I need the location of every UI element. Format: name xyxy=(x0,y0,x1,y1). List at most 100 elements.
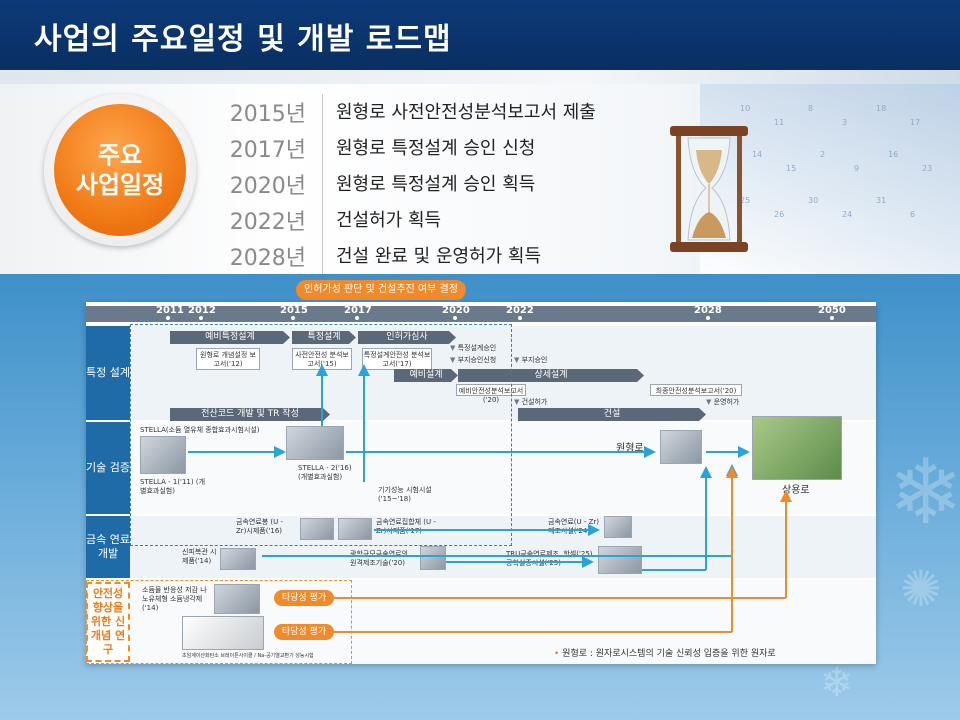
title-bar: 사업의 주요일정 및 개발 로드맵 xyxy=(0,0,960,70)
schedule-year: 2020년 xyxy=(229,174,306,199)
tru-image xyxy=(598,546,642,574)
phase-specific: 특정설계 xyxy=(292,331,356,344)
facility24-image xyxy=(604,516,632,538)
schedule-divider xyxy=(322,130,323,166)
commercial-label: 상용로 xyxy=(782,485,810,496)
calendar-number: 2 xyxy=(820,150,826,159)
year-marker xyxy=(451,314,459,322)
new-clad-label: 신피복관 시제품('14) xyxy=(182,548,217,565)
schedule-year: 2022년 xyxy=(229,210,306,235)
year-label: 2015 xyxy=(280,305,308,316)
row-label-fuel: 금속 연료 개발 xyxy=(86,516,130,578)
calendar-number: 10 xyxy=(740,104,751,113)
calendar-number: 15 xyxy=(786,164,797,173)
stella1-image xyxy=(140,436,186,474)
calendar-number: 6 xyxy=(910,210,916,219)
phase-construction: 건설 xyxy=(518,408,706,421)
schedule-text: 건설허가 획득 xyxy=(336,210,442,231)
schedule-row: 2022년 건설허가 획득 xyxy=(222,202,652,238)
final-safety-box: 최종안전성분석보고서('20) xyxy=(650,384,742,396)
feasibility-pill: 타당성 평가 xyxy=(274,624,334,640)
prototype-image xyxy=(660,430,702,464)
commercial-reactor-image xyxy=(752,416,842,480)
year-label: 2050 xyxy=(818,305,846,316)
stella2-image xyxy=(286,426,344,460)
year-marker xyxy=(704,314,712,322)
calendar-number: 18 xyxy=(876,104,887,113)
calendar-number: 24 xyxy=(842,210,853,219)
schedule-divider xyxy=(322,238,323,274)
calendar-number: 3 xyxy=(842,118,848,127)
phase-code-dev: 전산코드 개발 및 TR 작성 xyxy=(170,408,330,421)
schedule-divider xyxy=(322,166,323,202)
schedule-year: 2028년 xyxy=(229,246,306,271)
page-title: 사업의 주요일정 및 개발 로드맵 xyxy=(34,22,452,57)
schedule-divider xyxy=(322,202,323,238)
safety-figure-labels: 초임계이산화탄소 브레이튼사이클 / Na-공기열교환기 성능시험 xyxy=(182,653,314,659)
milestone-construction-permit: 건설허가 xyxy=(514,398,548,407)
row-band-tech xyxy=(130,422,876,514)
calendar-number: 14 xyxy=(752,150,763,159)
alloy-image xyxy=(338,518,372,540)
calendar-number: 26 xyxy=(774,210,785,219)
milestone-site-approval: 부지승인 xyxy=(514,356,548,365)
year-label: 2020 xyxy=(442,305,470,316)
phase-prelim-design: 예비설계 xyxy=(394,369,458,382)
concept-report-box: 원형로 개념설정 보고서('12) xyxy=(196,348,260,370)
fabrication-image xyxy=(420,546,446,570)
year-label: 2011 xyxy=(156,305,184,316)
schedule-row: 2015년 원형로 사전안전성분석보고서 제출 xyxy=(222,94,652,130)
stella-facility-label: STELLA(소듐 열유체 종합효과시험시설) xyxy=(140,426,260,434)
phase-prelim-specific: 예비특정설계 xyxy=(170,331,290,344)
badge-line1: 주요 xyxy=(97,141,143,169)
calendar-number: 31 xyxy=(876,196,887,205)
schedule-row: 2020년 원형로 특정설계 승인 획득 xyxy=(222,166,652,202)
snowflake-icon: ❄ xyxy=(820,660,854,706)
calendar-number: 23 xyxy=(922,164,933,173)
year-marker xyxy=(828,314,836,322)
cladding-label: 금속연료봉 (U - Zr)시제품('16) xyxy=(236,518,284,535)
schedule-row: 2028년 건설 완료 및 운영허가 획득 xyxy=(222,238,652,274)
schedule-text: 원형로 사전안전성분석보고서 제출 xyxy=(336,102,596,123)
year-label: 2017 xyxy=(344,305,372,316)
schedule-year: 2015년 xyxy=(229,102,306,127)
phase-detail-design: 상세설계 xyxy=(458,369,644,382)
year-marker xyxy=(164,314,172,322)
fabrication-label: 광학규모금속연료의 원격제조기술('20) xyxy=(350,550,408,567)
prototype-label: 원형로 xyxy=(616,443,644,454)
cladding-image xyxy=(300,518,334,540)
schedule-list: 2015년 원형로 사전안전성분석보고서 제출 2017년 원형로 특정설계 승… xyxy=(222,94,652,274)
year-marker xyxy=(197,314,205,322)
schedule-year: 2017년 xyxy=(229,138,306,163)
timeline-bar: 2011 2012 2015 2017 2020 2022 2028 2050 xyxy=(86,305,876,322)
calendar-number: 8 xyxy=(808,104,814,113)
prelim-safety-box: 예비안전성분석보고서('20) xyxy=(456,384,526,404)
year-label: 2028 xyxy=(694,305,722,316)
new-clad-image xyxy=(220,548,256,570)
year-marker xyxy=(353,314,361,322)
calendar-number: 11 xyxy=(774,118,785,127)
year-label: 2012 xyxy=(188,305,216,316)
stella2-label: STELLA - 2('16) (개별효과실험) xyxy=(298,464,352,481)
footnote: 원형로 : 원자로시스템의 기술 신뢰성 입증을 위한 원자로 xyxy=(554,646,776,659)
milestone-spec-approval: 특정설계승인 xyxy=(450,344,497,353)
row-label-safety: 안전성 향상을 위한 신개념 연구 xyxy=(86,582,130,662)
calendar-number: 25 xyxy=(740,196,751,205)
flow-arrows xyxy=(188,364,792,633)
calendar-number: 16 xyxy=(888,150,899,159)
schedule-row: 2017년 원형로 특정설계 승인 신청 xyxy=(222,130,652,166)
brayton-image xyxy=(182,616,264,650)
phase-licensing: 인허가심사 xyxy=(358,331,456,344)
title-accent xyxy=(0,70,960,84)
decision-callout: 인허가성 판단 및 건설추진 여부 결정 xyxy=(296,280,466,300)
schedule-text: 건설 완료 및 운영허가 획득 xyxy=(336,246,542,267)
year-marker xyxy=(516,314,524,322)
row-label-tech: 기술 검증 xyxy=(86,422,130,514)
snowflake-icon: ❄ xyxy=(888,440,960,545)
roadmap-diagram: 2011 2012 2015 2017 2020 2022 2028 2050 … xyxy=(86,302,876,664)
schedule-badge: 주요 사업일정 xyxy=(54,104,186,236)
year-label: 2022 xyxy=(506,305,534,316)
row-label-design: 특정 설계 xyxy=(86,326,130,420)
milestone-operation-permit: 운영허가 xyxy=(706,398,740,407)
nanofluid-image xyxy=(214,584,260,614)
